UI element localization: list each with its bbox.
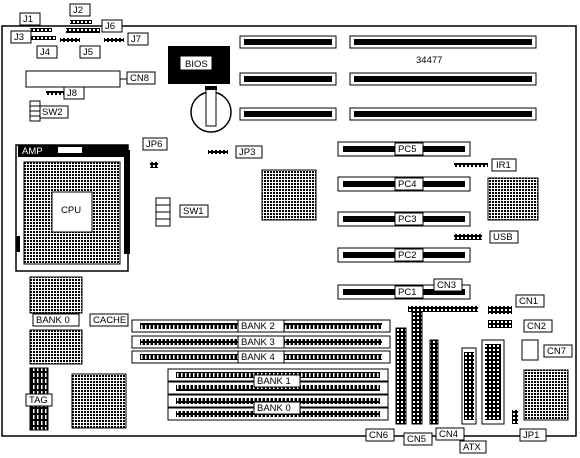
cn8-connector (25, 70, 121, 88)
bank1-label: BANK 1 (257, 376, 291, 387)
pc4-label: PC4 (398, 179, 416, 190)
bank0-label: BANK 0 (257, 403, 291, 414)
cache-chip-lower (29, 329, 83, 365)
jp6-label: JP6 (146, 139, 162, 150)
cache-label: CACHE (93, 315, 126, 326)
tag-label: TAG (29, 395, 48, 406)
usb-label: USB (493, 232, 513, 243)
chipset-chip (261, 169, 317, 221)
pc5-label: PC5 (398, 144, 416, 155)
jp1-label: JP1 (523, 430, 539, 441)
cn4-connector (429, 339, 439, 425)
cn5-label: CN5 (407, 434, 426, 445)
sw2-label: SW2 (42, 107, 63, 118)
j1-label: J1 (23, 14, 33, 25)
jp3-label: JP3 (239, 147, 255, 158)
bank4-label: BANK 4 (241, 352, 275, 363)
cn7-connector (521, 339, 539, 361)
io-chip (487, 177, 539, 221)
atx-label: ATX (463, 442, 481, 453)
cache-chip-upper (29, 276, 83, 314)
cn7-label: CN7 (547, 346, 566, 357)
pc3-label: PC3 (398, 214, 416, 225)
isa-slots (239, 35, 537, 121)
j8-label: J8 (67, 88, 77, 99)
amp-label: AMP (22, 146, 43, 157)
bank2-label: BANK 2 (241, 321, 275, 332)
sw1-label: SW1 (183, 206, 204, 217)
chipset-chip-2 (71, 373, 127, 429)
cn4-label: CN4 (439, 429, 458, 440)
bank0-cache-label: BANK 0 (36, 315, 70, 326)
j5-label: J5 (83, 47, 93, 58)
board-outline (1, 25, 577, 437)
cn1-label: CN1 (519, 296, 538, 307)
bios-label: BIOS (185, 59, 208, 70)
j4-label: J4 (40, 47, 50, 58)
j6-label: J6 (105, 21, 115, 32)
cpu-label: CPU (61, 205, 81, 216)
cn6-label: CN6 (369, 430, 388, 441)
ir1-label: IR1 (496, 160, 511, 171)
pc1-label: PC1 (398, 287, 416, 298)
bank3-label: BANK 3 (241, 337, 275, 348)
cn3-label: CN3 (437, 280, 456, 291)
j3-label: J3 (14, 32, 24, 43)
pc2-label: PC2 (398, 250, 416, 261)
cn6-connector (395, 327, 407, 425)
j2-label: J2 (73, 5, 83, 16)
cn5-connector (411, 311, 423, 425)
board-id-label: 34477 (416, 55, 442, 66)
cn2-label: CN2 (527, 321, 546, 332)
header-cluster (30, 20, 124, 42)
cn8-label: CN8 (130, 73, 149, 84)
j7-label: J7 (131, 34, 141, 45)
rear-connector (523, 369, 569, 421)
